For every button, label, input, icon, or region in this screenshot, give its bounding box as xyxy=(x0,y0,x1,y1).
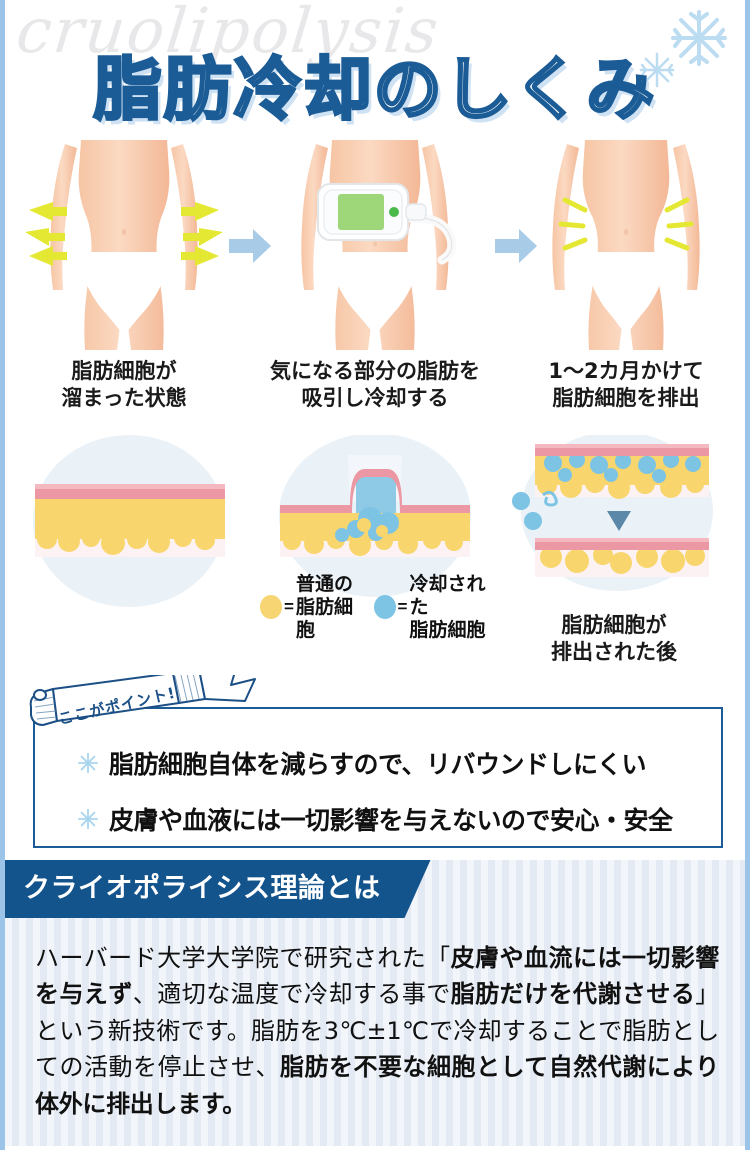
point-item: 脂肪細胞自体を減らすので、リバウンドしにくい xyxy=(77,745,707,781)
points-box: 脂肪細胞自体を減らすので、リバウンドしにくい 皮膚や血液には一切影響を与えないの… xyxy=(33,707,723,848)
step-2-caption: 気になる部分の脂肪を 吸引し冷却する xyxy=(270,359,480,410)
snowflake-icon xyxy=(639,10,727,88)
body-front-fat-arrows xyxy=(19,140,229,350)
points-list: 脂肪細胞自体を減らすので、リバウンドしにくい 皮膚や血液には一切影響を与えないの… xyxy=(77,745,707,857)
treatment-steps: 脂肪細胞が 溜まった状態 xyxy=(5,140,745,435)
body-front-device-attached xyxy=(270,140,480,350)
step-1-caption: 脂肪細胞が 溜まった状態 xyxy=(61,359,187,410)
theory-paragraph: ハーバード大学大学院で研究された「皮膚や血流には一切影響を与えず、適切な温度で冷… xyxy=(35,944,719,1118)
point-text: 脂肪細胞自体を減らすので、リバウンドしにくい xyxy=(109,750,647,779)
legend-equals: = xyxy=(397,597,408,617)
cell-caption-3: 脂肪細胞が 排出された後 xyxy=(551,613,677,664)
step-2: 気になる部分の脂肪を 吸引し冷却する xyxy=(270,140,480,412)
cell-diagrams: = 普通の 脂肪細胞 = 冷却された 脂肪細胞 xyxy=(5,431,745,675)
ribbon-banner xyxy=(29,675,256,726)
snowflake-bullet-icon xyxy=(77,808,99,830)
legend-label-cooled: 冷却された 脂肪細胞 xyxy=(409,573,486,641)
yellow-circle-icon xyxy=(260,595,282,620)
body-front-slimmed xyxy=(521,140,731,350)
point-text: 皮膚や血液には一切影響を与えないので安心・安全 xyxy=(109,806,673,835)
right-arrow-icon xyxy=(495,229,537,263)
cell-legend: = 普通の 脂肪細胞 = 冷却された 脂肪細胞 xyxy=(260,573,490,641)
snowflake-bullet-icon xyxy=(77,752,99,774)
step-3-caption: 1〜2カ月かけて 脂肪細胞を排出 xyxy=(548,359,704,410)
legend-label-normal: 普通の 脂肪細胞 xyxy=(295,573,353,641)
theory-banner-wrap: クライオポライシス理論とは xyxy=(5,860,745,918)
skin-cross-section-suction-cooling xyxy=(260,433,490,610)
theory-banner-title: クライオポライシス理論とは xyxy=(5,860,431,918)
points-section: 脂肪細胞自体を減らすので、リバウンドしにくい 皮膚や血液には一切影響を与えないの… xyxy=(5,675,745,860)
header: cruolipolysis xyxy=(5,0,745,140)
cell-col-2: = 普通の 脂肪細胞 = 冷却された 脂肪細胞 xyxy=(260,433,490,675)
skin-cross-section-after xyxy=(499,431,729,610)
cell-col-3: 脂肪細胞が 排出された後 xyxy=(499,431,729,675)
skin-cross-section-before xyxy=(21,435,251,610)
point-item: 皮膚や血液には一切影響を与えないので安心・安全 xyxy=(77,801,707,837)
blue-circle-icon xyxy=(373,595,396,620)
cell-col-1 xyxy=(21,435,251,675)
right-arrow-icon xyxy=(229,229,271,263)
page-title: 脂肪冷却のしくみ xyxy=(92,50,657,132)
step-1: 脂肪細胞が 溜まった状態 xyxy=(19,140,229,412)
step-3: 1〜2カ月かけて 脂肪細胞を排出 xyxy=(521,140,731,412)
legend-item-cooled: = 冷却された 脂肪細胞 xyxy=(373,573,490,641)
legend-item-normal: = 普通の 脂肪細胞 xyxy=(260,573,360,641)
theory-section: クライオポライシス理論とは ハーバード大学大学院で研究された「皮膚や血流には一切… xyxy=(5,860,745,1147)
legend-equals: = xyxy=(284,597,294,617)
